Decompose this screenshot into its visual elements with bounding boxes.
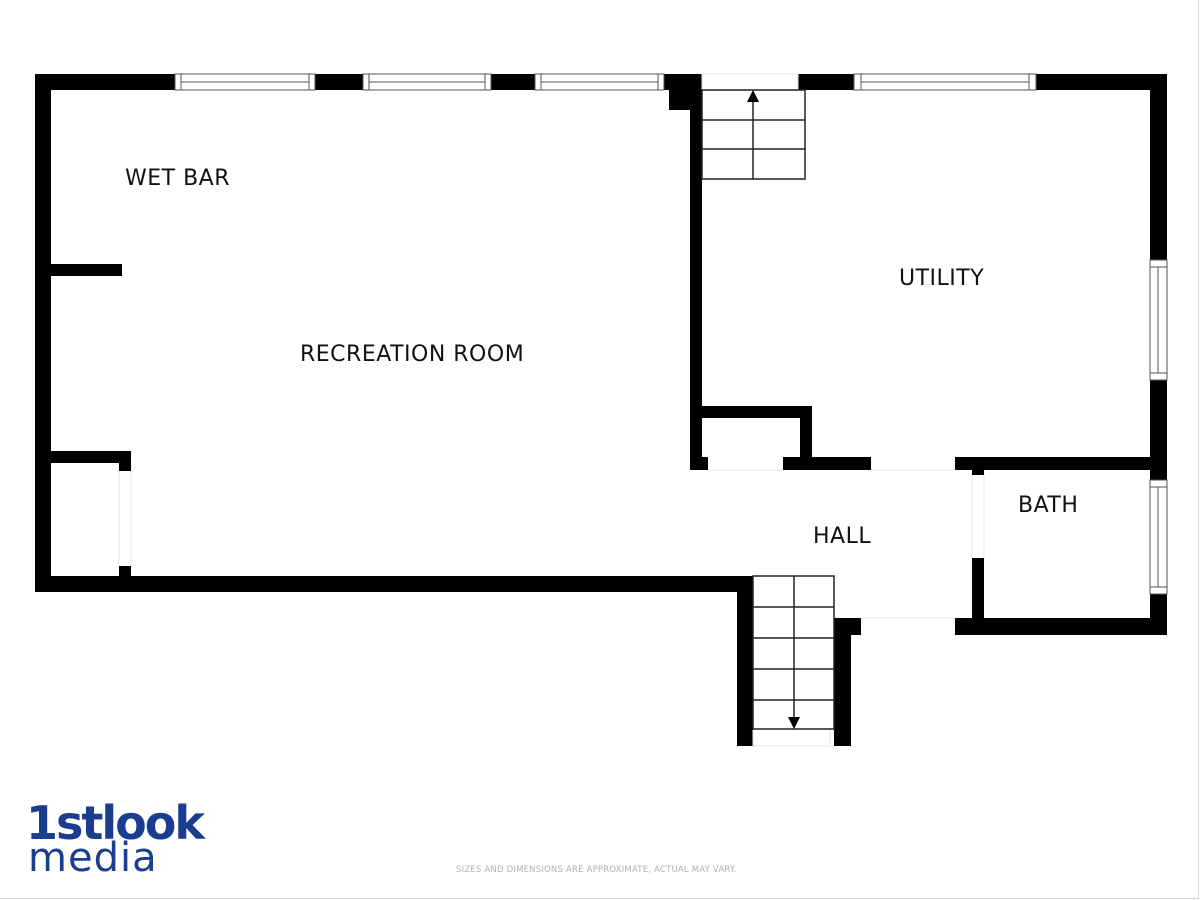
window-right-bath — [1149, 479, 1168, 595]
windows — [174, 73, 1168, 595]
room-label-hall: HALL — [813, 524, 872, 549]
window-right-utility — [1149, 259, 1168, 381]
disclaimer-text: SIZES AND DIMENSIONS ARE APPROXIMATE, AC… — [456, 865, 737, 875]
arrow-up-icon — [747, 90, 759, 102]
stairs-down — [752, 575, 835, 730]
arrow-down-icon — [788, 717, 800, 729]
logo-wordmark-bottom: media — [28, 835, 158, 881]
room-label-wet-bar: WET BAR — [125, 166, 231, 191]
openings — [118, 73, 985, 747]
room-label-bath: BATH — [1018, 493, 1079, 518]
walls — [35, 74, 1167, 746]
window-top-2 — [362, 73, 492, 91]
window-top-3 — [534, 73, 665, 91]
window-top-4 — [853, 73, 1037, 91]
brand-logo: 1stlook media — [26, 800, 216, 880]
room-label-utility: UTILITY — [899, 266, 985, 291]
window-top-1 — [174, 73, 316, 91]
stairs-up — [701, 89, 806, 180]
logo-wordmark-top: 1stlook — [26, 796, 205, 850]
room-label-recreation-room: RECREATION ROOM — [300, 342, 525, 367]
